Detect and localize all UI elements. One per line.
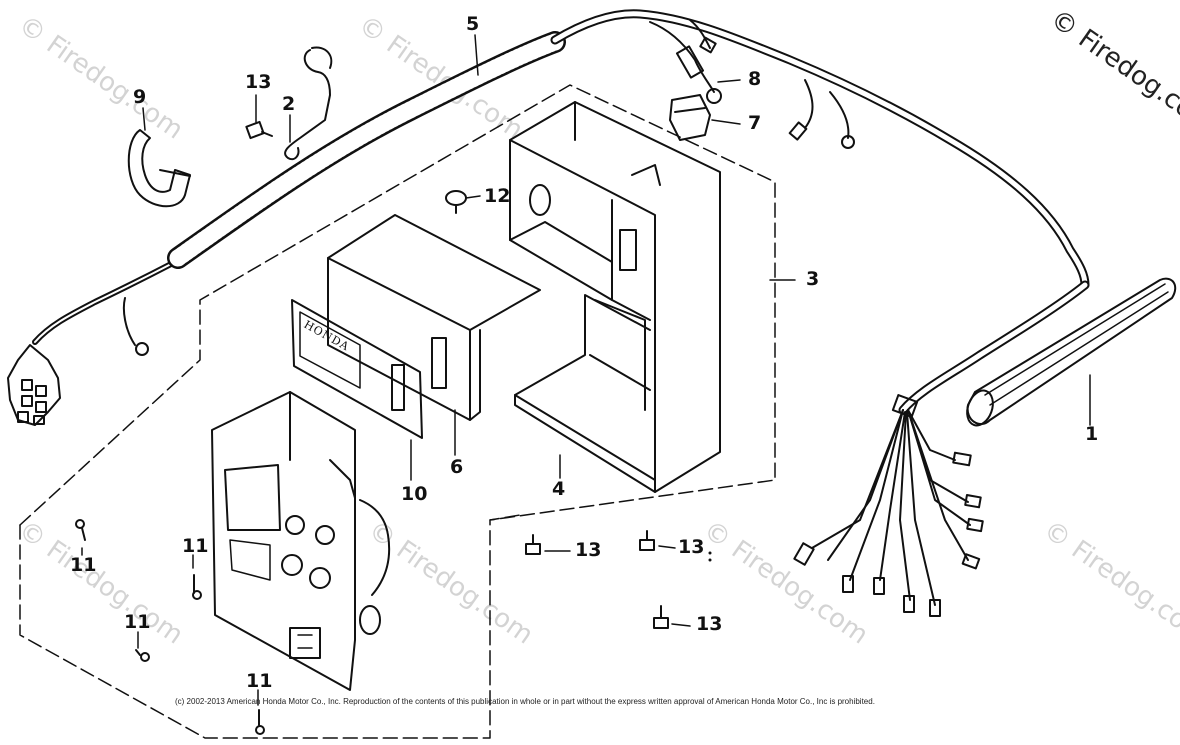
callout-13-a: 13 bbox=[245, 71, 272, 93]
wire-harness bbox=[32, 9, 1090, 415]
callout-8: 8 bbox=[748, 68, 762, 90]
callout-3: 3 bbox=[806, 268, 820, 290]
copyright-notice: (c) 2002-2013 American Honda Motor Co., … bbox=[175, 697, 875, 706]
callout-10: 10 bbox=[401, 483, 428, 505]
callout-4: 4 bbox=[552, 478, 566, 500]
callout-13-b: 13 bbox=[575, 539, 602, 561]
debris-dots bbox=[708, 551, 712, 562]
callout-12: 12 bbox=[484, 185, 511, 207]
callout-2: 2 bbox=[282, 93, 296, 115]
control-box-frame bbox=[509, 101, 721, 493]
callout-1: 1 bbox=[1085, 423, 1099, 445]
protector-tube bbox=[966, 277, 1177, 427]
control-box-cover bbox=[327, 214, 541, 421]
harness-fanout bbox=[793, 394, 984, 617]
control-panel bbox=[211, 391, 391, 691]
callout-7: 7 bbox=[748, 112, 762, 134]
callout-11-b: 11 bbox=[182, 535, 209, 557]
callout-11-d: 11 bbox=[246, 670, 273, 692]
callout-11-a: 11 bbox=[70, 554, 97, 576]
clamp-part-9 bbox=[127, 129, 191, 208]
leader-lines bbox=[81, 34, 1091, 706]
screw-part-11 bbox=[75, 519, 265, 735]
bolt-part-13-top bbox=[245, 120, 273, 140]
callout-13-c: 13 bbox=[678, 536, 705, 558]
assembly-boundary bbox=[19, 84, 776, 739]
harness-connector bbox=[7, 344, 61, 426]
callout-9: 9 bbox=[133, 86, 147, 108]
callout-6: 6 bbox=[450, 456, 464, 478]
wire-clip-part-2 bbox=[284, 46, 333, 161]
callout-11-c: 11 bbox=[124, 611, 151, 633]
bolt-part-13-lower bbox=[525, 530, 669, 629]
part-7 bbox=[669, 94, 711, 141]
screw-part-12 bbox=[445, 190, 467, 214]
callout-5: 5 bbox=[466, 13, 480, 35]
label-plate bbox=[291, 299, 423, 439]
callout-13-d: 13 bbox=[696, 613, 723, 635]
